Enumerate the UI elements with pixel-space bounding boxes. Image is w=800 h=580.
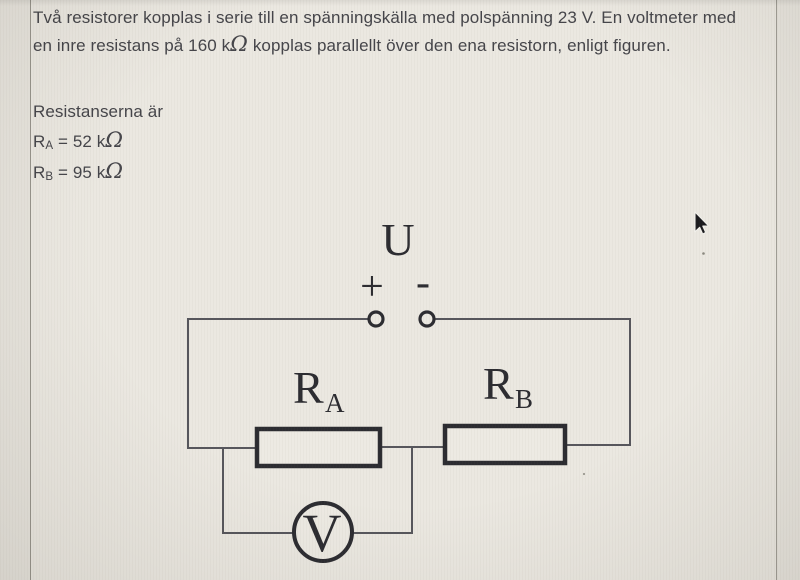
resistor-a-box xyxy=(254,426,383,469)
problem-text-line2-post: kopplas parallellt över den ena resistor… xyxy=(248,36,671,55)
page-left-border xyxy=(30,0,31,580)
resistor-a-symbol: R xyxy=(33,132,46,151)
resistance-b-value: RB = 95 kΩ xyxy=(33,161,123,184)
problem-text-line1: Två resistorer kopplas i serie till en s… xyxy=(33,8,737,27)
omega-symbol: Ω xyxy=(105,128,124,153)
terminal-minus-circle xyxy=(418,310,436,328)
voltmeter-label: V xyxy=(303,503,342,563)
problem-text-line2: en inre resistans på 160 kΩ kopplas para… xyxy=(33,34,671,56)
source-voltage-label: U xyxy=(381,214,414,265)
resistor-b-label: R xyxy=(483,358,514,409)
resistor-a-label: R xyxy=(293,362,324,413)
dust-speck xyxy=(702,252,705,255)
wire-voltmeter-right xyxy=(351,448,413,534)
minus-sign: - xyxy=(416,260,430,306)
plus-sign: + xyxy=(360,264,384,310)
wire-right-loop xyxy=(434,318,631,446)
terminal-plus-circle xyxy=(367,310,385,328)
resistor-a-amount: = 52 k xyxy=(53,132,106,151)
omega-symbol: Ω xyxy=(105,159,124,184)
voltmeter-circle xyxy=(292,501,354,563)
resistor-a-subscript: A xyxy=(45,140,54,153)
resistances-heading: Resistanserna är xyxy=(33,102,164,121)
page-right-border xyxy=(776,0,777,580)
omega-symbol: Ω xyxy=(230,32,248,57)
dust-speck xyxy=(582,472,586,476)
resistor-b-symbol: R xyxy=(33,163,46,182)
resistor-b-label-subscript: B xyxy=(515,384,533,414)
wire-left-loop xyxy=(187,318,369,449)
circuit-wires xyxy=(187,318,631,534)
resistor-a-label-subscript: A xyxy=(325,388,345,418)
document-page xyxy=(30,0,776,580)
resistor-b-amount: = 95 k xyxy=(53,163,106,182)
resistance-a-value: RA = 52 kΩ xyxy=(33,130,123,153)
resistor-b-subscript: B xyxy=(45,171,54,184)
wire-voltmeter-left xyxy=(222,449,295,534)
resistor-b-box xyxy=(442,423,568,466)
problem-text-line2-pre: en inre resistans på 160 k xyxy=(33,36,231,55)
